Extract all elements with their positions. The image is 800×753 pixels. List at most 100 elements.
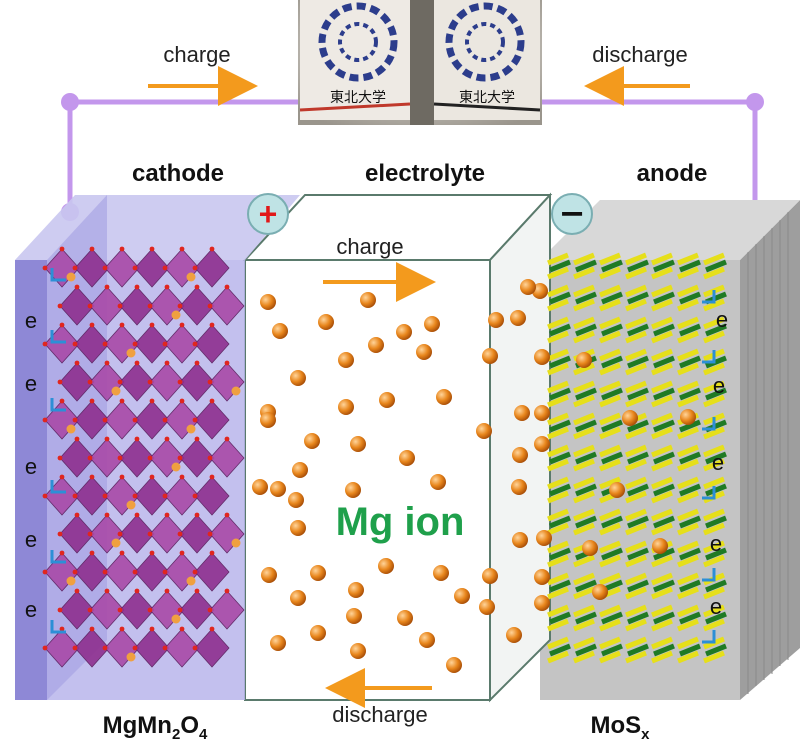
sulfur-row [573,444,595,458]
oxygen-atom [224,360,230,366]
mn-octahedron [149,362,185,402]
molybdenum-row [679,419,701,433]
oxygen-atom [134,588,140,594]
mn-octahedron [104,248,140,288]
oxygen-atom [134,284,140,290]
mg-ion [270,635,286,651]
sulfur-row [651,348,673,362]
molybdenum-row [679,355,701,369]
molybdenum-row [705,547,727,561]
mn-octahedron [194,248,230,288]
mg-ion [260,294,276,310]
mg-ion [378,558,394,574]
mg-ion [433,565,449,581]
sulfur-row [625,348,647,362]
molybdenum-row [627,515,649,529]
mn-octahedron [209,286,245,326]
sulfur-row [625,572,647,586]
mg-atom [126,500,136,510]
sulfur-row [677,330,699,344]
electron-path-arrows [50,268,716,644]
electrolyte-header: electrolyte [365,160,485,187]
negative-terminal: − [551,193,593,235]
sulfur-row [651,330,673,344]
oxygen-atom [149,550,155,556]
molybdenum-row [601,419,623,433]
sulfur-row [547,604,569,618]
sulfur-row [625,554,647,568]
mg-ion [379,392,395,408]
sulfur-row [625,330,647,344]
sulfur-row [625,252,647,266]
sulfur-row [547,540,569,554]
sulfur-row [625,266,647,280]
sulfur-row [703,330,725,344]
university-emblem-left [318,2,398,82]
molybdenum-row [653,323,675,337]
mg-ion [350,643,366,659]
oxygen-atom [42,341,48,347]
sulfur-row [547,572,569,586]
sulfur-row [547,636,569,650]
mg-ion [290,370,306,386]
mn-octahedron [74,628,110,668]
molybdenum-row [549,259,571,273]
electron-label: e [25,308,37,333]
mg-ion [482,568,498,584]
mn-octahedron [59,286,95,326]
sulfur-row [625,522,647,536]
electron-label: e [25,454,37,479]
mg-ion [479,599,495,615]
molybdenum-row [705,515,727,529]
sulfur-row [599,426,621,440]
oxygen-atom [192,569,198,575]
oxygen-atom [207,607,213,613]
oxygen-atom [119,474,125,480]
mg-ion [582,540,598,556]
mg-ion [290,520,306,536]
molybdenum-row [653,355,675,369]
sulfur-row [703,586,725,600]
sulfur-row [547,618,569,632]
sulfur-row [651,458,673,472]
electron-path-hook [702,350,716,364]
oxygen-atom [209,474,215,480]
electron-label: e [25,597,37,622]
sulfur-row [651,426,673,440]
sulfur-row [625,476,647,490]
sulfur-row [677,490,699,504]
mg-ion [419,632,435,648]
positive-terminal: + [247,193,289,235]
mg-ion [622,410,638,426]
oxygen-atom [117,531,123,537]
sulfur-row [703,362,725,376]
molybdenum-row [679,387,701,401]
oxygen-atom [102,569,108,575]
mn-octahedron [194,400,230,440]
oxygen-atom [74,360,80,366]
mn-octahedron [104,400,140,440]
sulfur-row [625,380,647,394]
oxygen-atom [42,493,48,499]
sulfur-row [547,252,569,266]
molybdenum-row [575,419,597,433]
oxygen-atom [87,455,93,461]
sulfur-row [625,604,647,618]
sulfur-row [677,508,699,522]
mg-atom [111,538,121,548]
sulfur-row [547,458,569,472]
mg-ion [510,310,526,326]
mg-ion [252,479,268,495]
sulfur-row [677,572,699,586]
oxygen-atom [132,265,138,271]
mg-ion [350,436,366,452]
oxygen-atom [89,550,95,556]
molybdenum-row [653,451,675,465]
mg-atom [231,538,241,548]
mg-ion [534,436,550,452]
electron-label: e [25,527,37,552]
molybdenum-row [575,483,597,497]
molybdenum-row [627,483,649,497]
sulfur-row [599,650,621,664]
sulfur-row [677,444,699,458]
